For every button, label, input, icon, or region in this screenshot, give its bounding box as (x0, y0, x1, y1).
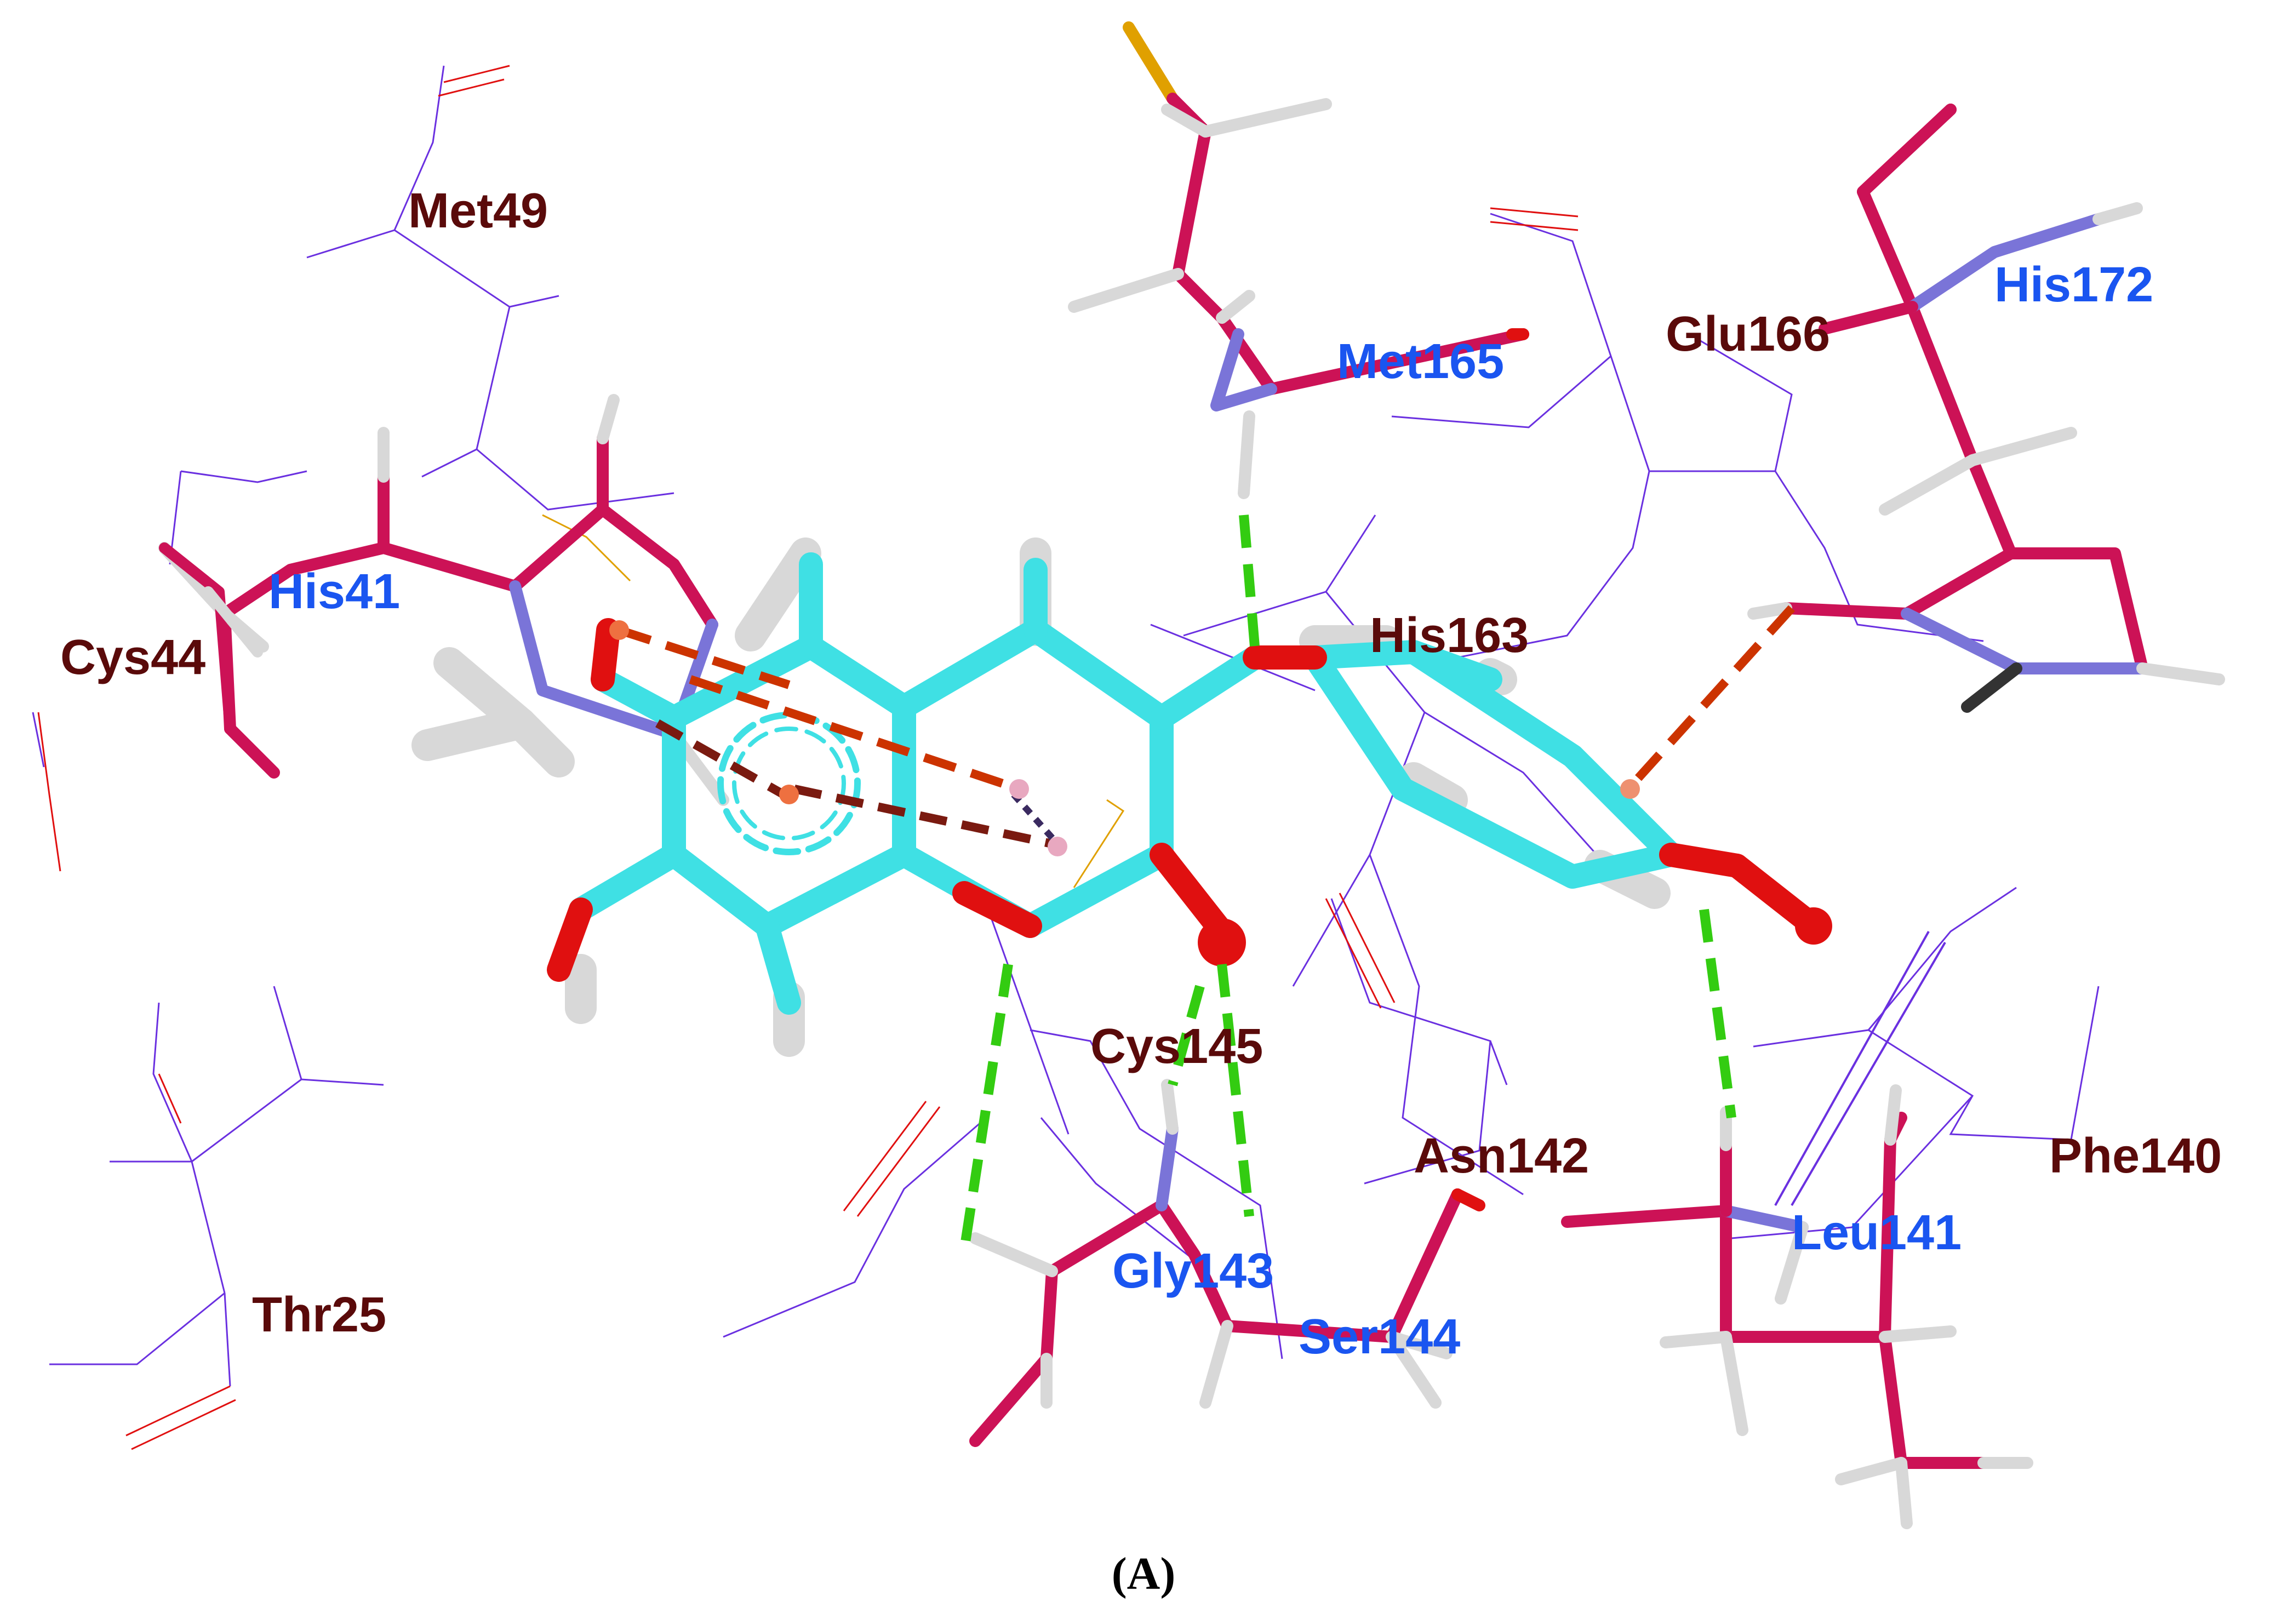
residue-label-cys44: Cys44 (60, 630, 205, 685)
pi-sigma-interaction (1011, 792, 1060, 846)
interaction-centroid (779, 785, 799, 804)
residue-labels: Met49 His41 Cys44 Thr25 Met165 Glu166 Hi… (60, 184, 2222, 1364)
residue-sticks (158, 21, 2225, 1529)
gly143-ser144-sticks (969, 1079, 1485, 1447)
interactions (609, 514, 1795, 1250)
residue-label-thr25: Thr25 (252, 1288, 386, 1342)
interaction-centroid (609, 620, 629, 640)
hydrogen-bonds (959, 514, 1736, 1250)
residue-label-asn142: Asn142 (1414, 1129, 1589, 1183)
ligand-hydrogens (411, 537, 1671, 1057)
his172-sticks (1747, 104, 2225, 713)
residue-label-phe140: Phe140 (2049, 1129, 2222, 1183)
aromatic-ring-dash (717, 712, 861, 855)
aromatic-ring-dash-inner (732, 727, 846, 840)
panel-caption: (A) (1112, 1548, 1176, 1599)
residue-label-gly143: Gly143 (1112, 1244, 1274, 1299)
pi-interactions (618, 605, 1795, 793)
residue-label-his163: His163 (1370, 608, 1529, 663)
leu141-sticks (1561, 1084, 2033, 1529)
interaction-centroid (1048, 837, 1067, 856)
interaction-centroid (1620, 779, 1640, 799)
residue-label-his41: His41 (268, 564, 400, 619)
residue-label-cys145: Cys145 (1090, 1019, 1263, 1074)
pi-alkyl-interactions (655, 719, 1053, 848)
met165-sticks (1068, 21, 1529, 499)
residue-label-his172: His172 (1994, 258, 2153, 312)
ligand-terminal-oxygen (1795, 907, 1832, 945)
residue-label-ser144: Ser144 (1299, 1310, 1460, 1364)
cys44-sticks (159, 542, 263, 762)
thin-line-residues (32, 65, 2100, 1450)
ligand (411, 537, 1832, 1057)
ligand-oxygens (547, 618, 1826, 982)
residue-label-met165: Met165 (1337, 334, 1504, 389)
interaction-centroid (1009, 779, 1029, 799)
residue-label-glu166: Glu166 (1666, 307, 1830, 362)
residue-label-leu141: Leu141 (1792, 1205, 1962, 1260)
ligand-carbonyl-oxygen (1198, 918, 1246, 967)
residue-label-met49: Met49 (408, 184, 548, 238)
